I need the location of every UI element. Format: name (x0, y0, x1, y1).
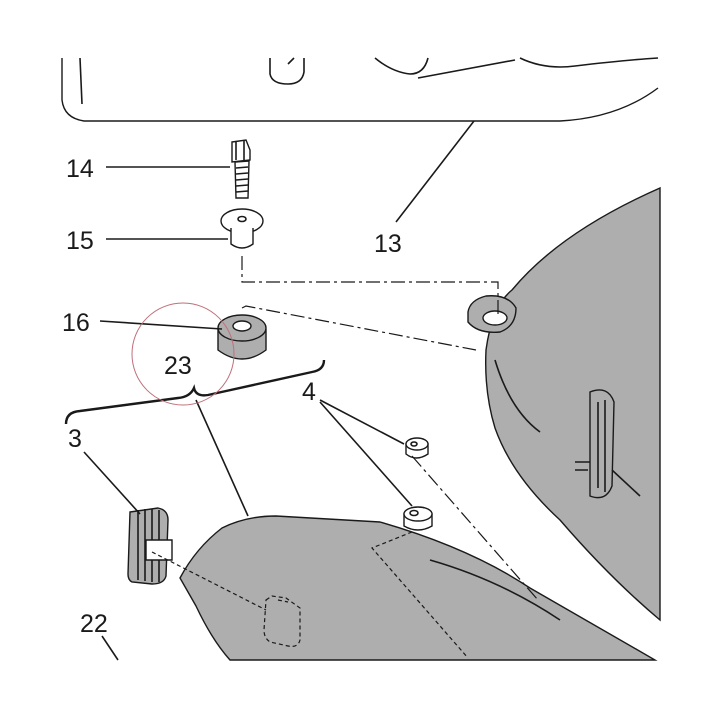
callout-3: 3 (68, 425, 82, 453)
callout-23: 23 (164, 352, 192, 380)
callout-13: 13 (374, 230, 402, 258)
part-lower-panel (179, 515, 658, 661)
callout-22: 22 (80, 610, 108, 638)
slot-outline (263, 595, 301, 647)
slot-inner (277, 599, 289, 603)
callout-14: 14 (66, 155, 94, 183)
group-bracket-23 (64, 359, 326, 425)
part-13-upper-housing (61, 57, 659, 122)
highlight-circle (131, 302, 235, 406)
callout-16: 16 (62, 309, 90, 337)
part-3-ridged-clip (127, 507, 173, 585)
alignment-line-clip (151, 551, 267, 611)
part-14-bolt (231, 139, 251, 199)
part-16-grommet (217, 314, 267, 360)
alignment-line-grommet (241, 305, 477, 351)
part-right-side-cover (467, 186, 661, 622)
alignment-line-pin-lower (370, 531, 469, 659)
callout-4: 4 (302, 378, 316, 406)
alignment-line-collar (241, 256, 499, 314)
part-4-push-pins (403, 437, 433, 531)
alignment-line-pin (411, 455, 539, 601)
callout-15: 15 (66, 227, 94, 255)
leader-lines (83, 120, 475, 661)
part-15-collar (220, 208, 264, 249)
